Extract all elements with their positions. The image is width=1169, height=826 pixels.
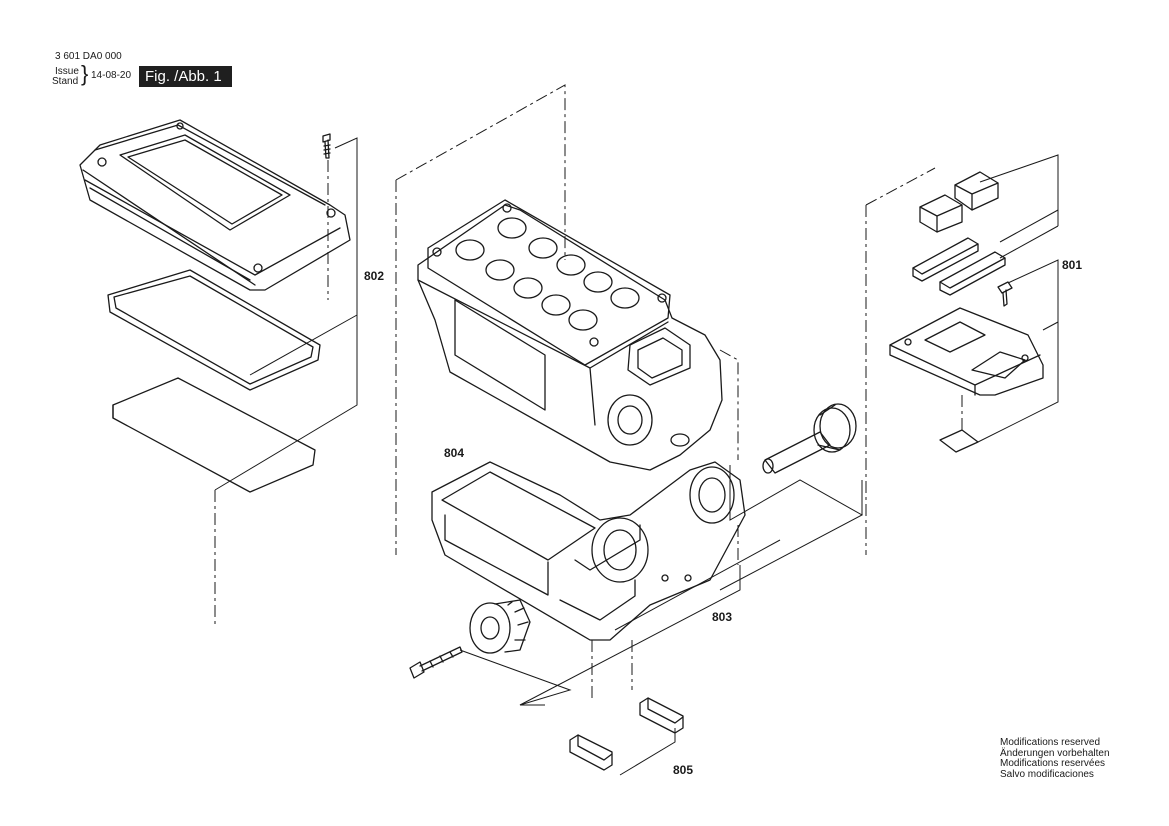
note-line-de: Änderungen vorbehalten	[1000, 747, 1110, 759]
base-plate-801	[889, 307, 1044, 396]
plate-802	[112, 377, 316, 493]
foot-805b	[639, 697, 684, 734]
knob-right	[762, 403, 857, 474]
part-label-803: 803	[712, 610, 733, 624]
part-label-805: 805	[673, 763, 694, 777]
issue-date: 14-08-20	[91, 70, 132, 81]
drawing-number: 3 601 DA0 000	[55, 51, 122, 62]
main-housing	[417, 199, 723, 471]
alignment-marker-801	[939, 429, 979, 453]
dashed-leaders	[214, 84, 963, 700]
note-line-en: Modifications reserved	[1000, 737, 1101, 748]
part-label-802: 802	[364, 269, 385, 283]
part-label-801: 801	[1062, 258, 1083, 272]
bracket-804	[431, 461, 746, 641]
group-lines	[214, 137, 1059, 776]
note-line-fr: Modifications reservées	[1000, 758, 1106, 769]
figure-label: Fig. /Abb. 1	[139, 66, 232, 87]
part-label-804: 804	[444, 446, 465, 460]
button-801b	[954, 171, 999, 211]
knob-left	[469, 599, 531, 654]
gasket-802	[107, 269, 321, 391]
modifications-note: Modifications reserved Änderungen vorbeh…	[1000, 737, 1110, 780]
rod-801b	[939, 251, 1006, 296]
brace-glyph: }	[81, 61, 89, 86]
button-801a	[919, 194, 963, 233]
screw-802	[322, 133, 331, 159]
issue-label: Issue	[55, 66, 79, 77]
frame-cover-802	[79, 119, 351, 291]
screw-801	[997, 281, 1013, 307]
foot-805a	[569, 734, 613, 771]
screw-long	[409, 646, 463, 679]
rod-801a	[912, 237, 979, 282]
stand-label: Stand	[52, 76, 79, 87]
note-line-es: Salvo modificaciones	[1000, 768, 1094, 780]
